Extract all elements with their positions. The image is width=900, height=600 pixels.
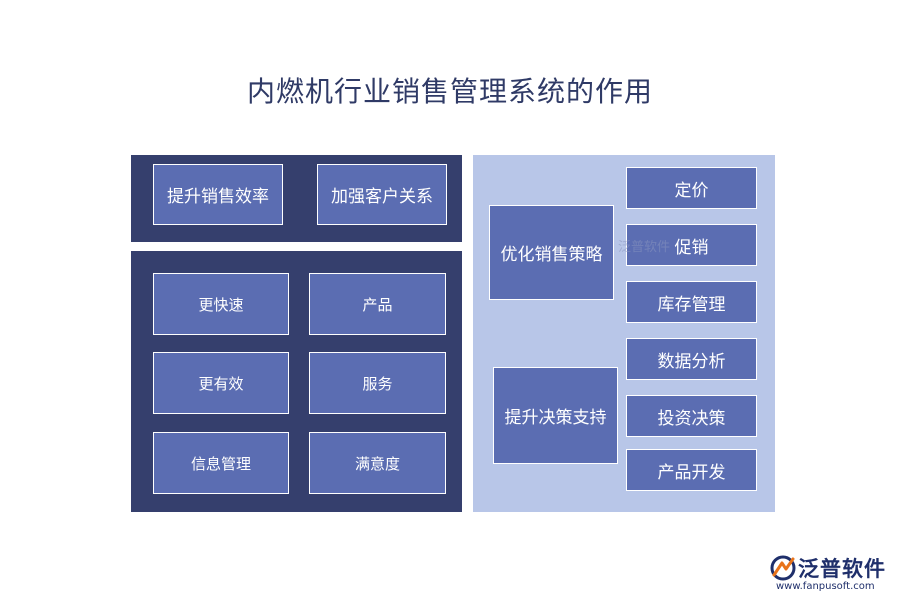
box-inventory-management: 库存管理 — [626, 281, 757, 323]
box-faster: 更快速 — [153, 273, 289, 335]
top-panel: 提升销售效率 加强客户关系 — [131, 155, 462, 242]
box-improve-sales-efficiency: 提升销售效率 — [153, 164, 283, 225]
bottom-panel: 更快速 产品 更有效 服务 信息管理 满意度 — [131, 251, 462, 512]
right-panel: 优化销售策略 提升决策支持 定价 促销 库存管理 数据分析 投资决策 产品开发 — [473, 155, 775, 512]
box-product: 产品 — [309, 273, 446, 335]
logo-icon — [770, 555, 796, 581]
watermark: 泛普软件 — [618, 240, 671, 255]
box-information-management: 信息管理 — [153, 432, 289, 494]
box-service: 服务 — [309, 352, 446, 414]
box-satisfaction: 满意度 — [309, 432, 446, 494]
box-data-analysis: 数据分析 — [626, 338, 757, 380]
logo-url: www.fanpusoft.com — [776, 581, 875, 592]
logo-name: 泛普软件 — [798, 557, 886, 581]
box-promotion: 促销 — [626, 224, 757, 266]
page-title: 内燃机行业销售管理系统的作用 — [246, 75, 653, 108]
brand-logo: 泛普软件 www.fanpusoft.com — [768, 553, 894, 595]
box-optimize-sales-strategy: 优化销售策略 — [489, 205, 614, 300]
box-investment-decision: 投资决策 — [626, 395, 757, 437]
box-more-effective: 更有效 — [153, 352, 289, 414]
box-strengthen-customer-relations: 加强客户关系 — [317, 164, 447, 225]
box-pricing: 定价 — [626, 167, 757, 209]
box-product-development: 产品开发 — [626, 449, 757, 491]
box-improve-decision-support: 提升决策支持 — [493, 367, 618, 464]
